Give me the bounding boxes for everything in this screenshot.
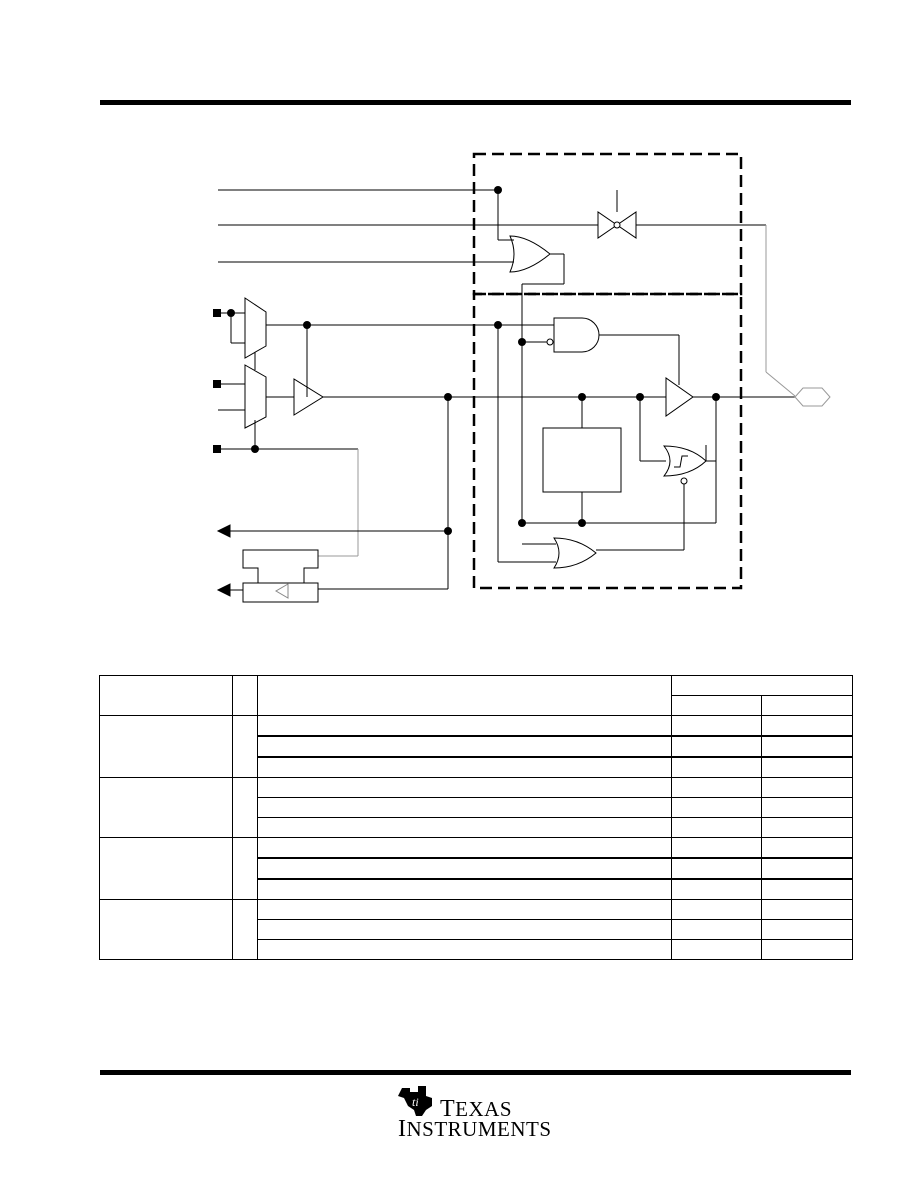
upper-dashed-block	[472, 152, 743, 296]
table-row	[100, 857, 853, 880]
logo-initial-i: I	[398, 1116, 407, 1142]
output-arrow-2	[216, 583, 231, 597]
header-rule	[100, 100, 851, 105]
table-cell	[761, 817, 853, 838]
output-buffer	[665, 377, 694, 417]
bus-hold-block	[542, 427, 622, 493]
table-cell	[232, 899, 258, 960]
table-row	[100, 817, 853, 838]
table-cell	[257, 939, 672, 960]
table-cell	[671, 735, 762, 758]
footer-rule	[100, 1070, 851, 1075]
table-cell	[232, 715, 258, 778]
table-cell	[671, 817, 762, 838]
table-row	[100, 735, 853, 758]
input-latch	[242, 549, 319, 603]
table-cell	[257, 817, 672, 838]
table-row	[99, 837, 853, 900]
table-cell	[671, 715, 762, 737]
table-header-cell	[671, 695, 762, 716]
ti-glyph-text: ti	[412, 1095, 419, 1109]
table-cell	[232, 837, 258, 900]
transmission-gate	[597, 211, 637, 239]
terminal-2	[213, 380, 221, 388]
logo-initial-t: T	[440, 1096, 456, 1122]
schmitt-or-gate	[662, 445, 707, 477]
logo-line-instruments: INSTRUMENTS	[398, 1116, 552, 1143]
table-cell	[257, 797, 672, 818]
table-cell	[761, 715, 853, 737]
table-cell	[761, 735, 853, 758]
table-cell	[761, 857, 853, 880]
table-header-row	[99, 675, 853, 716]
table-header-cell	[671, 675, 853, 696]
table-cell	[671, 837, 762, 859]
logo-line-texas: TEXAS	[440, 1096, 512, 1123]
or-gate-upper	[509, 235, 551, 273]
table-row	[100, 939, 853, 960]
logo-rest-texas: EXAS	[455, 1097, 513, 1121]
texas-instruments-logo: ti TEXAS INSTRUMENTS	[396, 1084, 556, 1144]
table-cell	[761, 899, 853, 920]
mux-lower	[244, 364, 267, 429]
table-header-cell	[257, 675, 672, 716]
table-cell	[257, 756, 672, 778]
table-row	[99, 899, 853, 960]
table-header-cell	[232, 675, 258, 716]
and-gate	[553, 317, 600, 353]
table-cell	[99, 837, 233, 900]
table-cell	[257, 878, 672, 900]
table-cell	[671, 777, 762, 798]
table-cell	[761, 837, 853, 859]
input-buffer	[293, 378, 324, 416]
table-row	[99, 715, 853, 778]
table-cell	[761, 756, 853, 778]
table-header-row	[100, 695, 853, 716]
table-cell	[671, 939, 762, 960]
table-cell	[761, 919, 853, 940]
table-cell	[99, 777, 233, 838]
table-cell	[257, 919, 672, 940]
boundary-scan-cell-schematic	[213, 152, 831, 603]
table-cell	[761, 797, 853, 818]
output-arrow-1	[216, 524, 231, 538]
table-cell	[257, 899, 672, 920]
table-cell	[761, 939, 853, 960]
terminal-1	[213, 309, 221, 317]
table-row	[100, 878, 853, 900]
table-header-cell	[99, 675, 233, 716]
ti-state-icon: ti	[398, 1086, 432, 1116]
table-cell	[671, 797, 762, 818]
table-cell	[257, 857, 672, 880]
table-cell	[99, 899, 233, 960]
logo-rest-instruments: NSTRUMENTS	[406, 1117, 552, 1141]
table-cell	[671, 878, 762, 900]
table-cell	[761, 777, 853, 798]
table-cell	[257, 837, 672, 859]
table-cell	[99, 715, 233, 778]
mux-upper	[244, 297, 267, 359]
or-gate-lower	[553, 537, 597, 569]
table-header-cell	[761, 695, 853, 716]
table-cell	[671, 756, 762, 778]
terminal-3	[213, 445, 221, 453]
table-cell	[232, 777, 258, 838]
table-row	[99, 777, 853, 838]
table-cell	[671, 899, 762, 920]
table-cell	[257, 715, 672, 737]
table-cell	[761, 878, 853, 900]
table-cell	[257, 735, 672, 758]
table-cell	[671, 919, 762, 940]
table-cell	[671, 857, 762, 880]
io-pad	[794, 387, 831, 407]
pin-function-table	[99, 675, 853, 960]
table-cell	[257, 777, 672, 798]
lower-dashed-block	[472, 292, 743, 590]
